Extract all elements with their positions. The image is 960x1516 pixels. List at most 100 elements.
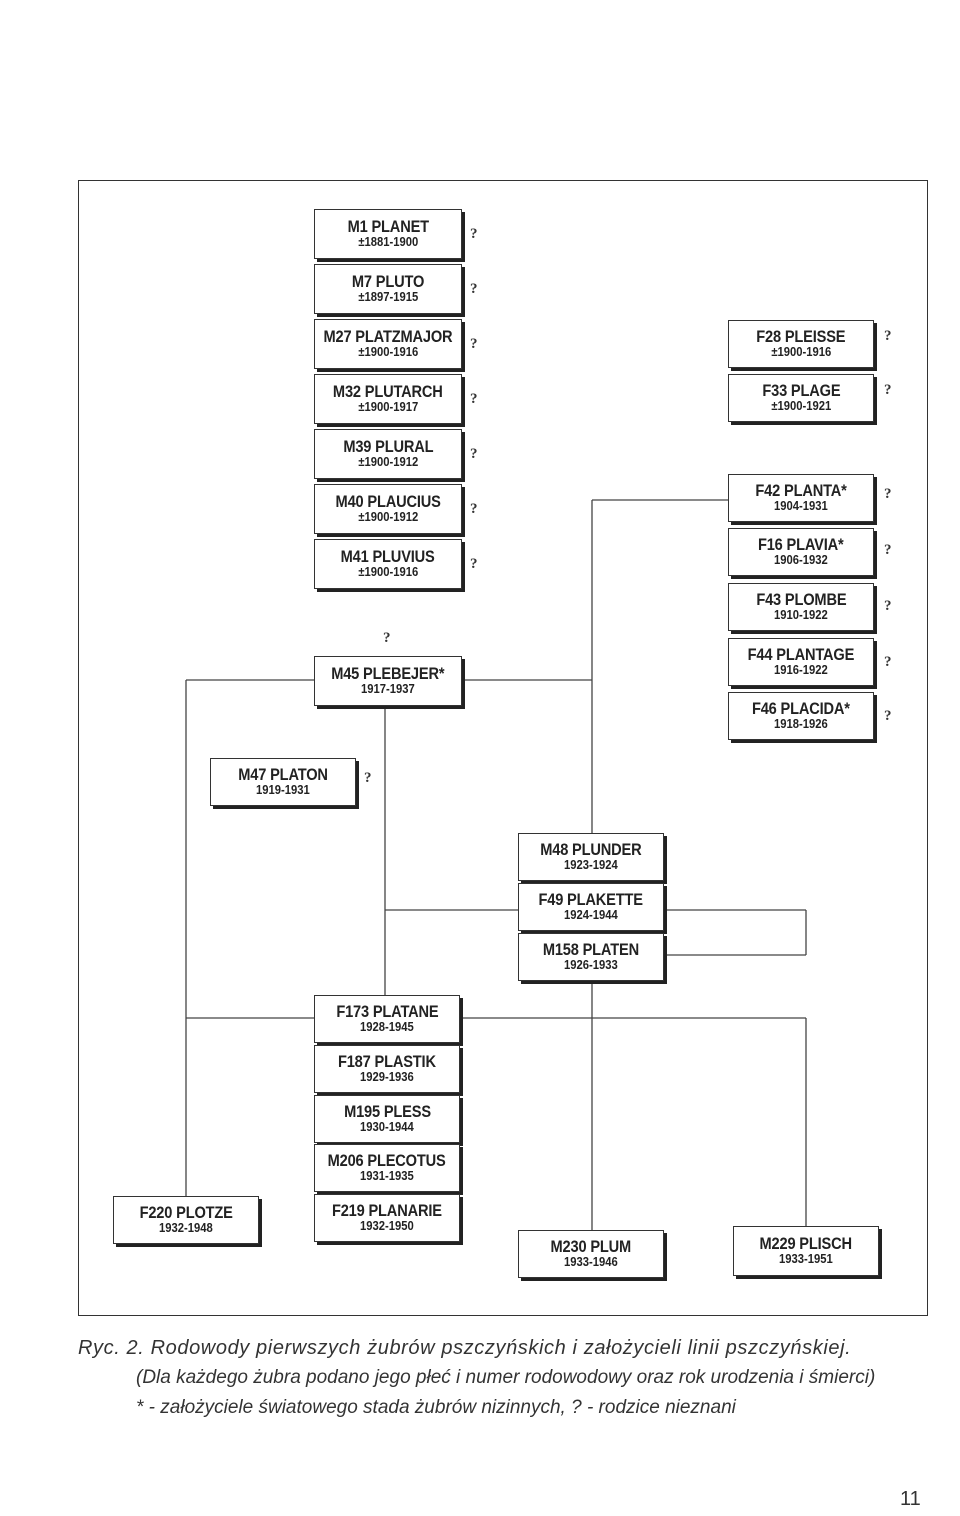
animal-box-f187: F187 PLASTIK 1929-1936 (314, 1045, 460, 1093)
animal-name: F28 PLEISSE (756, 326, 846, 346)
caption-line-legend: * - założyciele światowego stada żubrów … (136, 1397, 736, 1418)
animal-box-f33: F33 PLAGE ±1900-1921 (728, 374, 874, 422)
animal-name: M27 PLATZMAJOR (323, 326, 453, 346)
animal-years: 1932-1950 (360, 1219, 414, 1234)
animal-box-m45: M45 PLEBEJER* 1917-1937 (314, 656, 462, 706)
animal-name: M40 PLAUCIUS (335, 491, 441, 511)
animal-box-f173: F173 PLATANE 1928-1945 (314, 995, 460, 1043)
page-number: 11 (900, 1488, 921, 1510)
animal-years: ±1900-1921 (771, 399, 831, 414)
animal-years: 1906-1932 (774, 553, 828, 568)
animal-years: ±1900-1916 (358, 345, 418, 360)
animal-name: F33 PLAGE (761, 380, 841, 400)
caption-line-title: Ryc. 2. Rodowody pierwszych żubrów pszcz… (78, 1337, 852, 1359)
animal-box-f49: F49 PLAKETTE 1924-1944 (518, 883, 664, 931)
unknown-parents-mark: ? (884, 382, 892, 398)
caption-line-explanation: (Dla każdego żubra podano jego płeć i nu… (136, 1367, 876, 1388)
animal-box-m32: M32 PLUTARCH ±1900-1917 (314, 374, 462, 424)
animal-name: M1 PLANET (347, 216, 429, 236)
animal-box-f46: F46 PLACIDA* 1918-1926 (728, 692, 874, 740)
animal-name: F43 PLOMBE (755, 589, 847, 609)
animal-name: M39 PLURAL (342, 436, 434, 456)
animal-box-m41: M41 PLUVIUS ±1900-1916 (314, 539, 462, 589)
animal-name: M195 PLESS (343, 1101, 431, 1121)
animal-years: ±1881-1900 (358, 235, 418, 250)
unknown-parents-mark: ? (470, 446, 478, 462)
animal-years: ±1897-1915 (358, 290, 418, 305)
animal-years: 1917-1937 (361, 682, 415, 697)
animal-years: ±1900-1916 (771, 345, 831, 360)
animal-box-f16: F16 PLAVIA* 1906-1932 (728, 528, 874, 576)
figure-frame (78, 180, 928, 1316)
animal-box-m27: M27 PLATZMAJOR ±1900-1916 (314, 319, 462, 369)
animal-box-f220: F220 PLOTZE 1932-1948 (113, 1196, 259, 1244)
animal-name: M32 PLUTARCH (333, 381, 443, 401)
animal-years: ±1900-1912 (358, 510, 418, 525)
animal-years: 1904-1931 (774, 499, 828, 514)
animal-years: 1924-1944 (564, 908, 618, 923)
unknown-parents-mark: ? (470, 391, 478, 407)
animal-name: M206 PLECOTUS (327, 1150, 447, 1170)
animal-name: M47 PLATON (238, 764, 328, 784)
animal-years: 1926-1933 (564, 958, 618, 973)
animal-years: 1919-1931 (256, 783, 310, 798)
animal-name: F46 PLACIDA* (752, 698, 850, 718)
animal-box-m206: M206 PLECOTUS 1931-1935 (314, 1144, 460, 1192)
unknown-parents-mark: ? (364, 770, 372, 786)
animal-name: M158 PLATEN (542, 939, 640, 959)
unknown-parents-mark: ? (884, 542, 892, 558)
animal-years: 1930-1944 (360, 1120, 414, 1135)
animal-years: ±1900-1912 (358, 455, 418, 470)
animal-years: 1932-1948 (159, 1221, 213, 1236)
animal-years: ±1900-1916 (358, 565, 418, 580)
animal-box-f43: F43 PLOMBE 1910-1922 (728, 583, 874, 631)
animal-name: F16 PLAVIA* (758, 534, 844, 554)
animal-box-m229: M229 PLISCH 1933-1951 (733, 1226, 879, 1276)
animal-name: F187 PLASTIK (338, 1051, 436, 1071)
figure-caption: Ryc. 2. Rodowody pierwszych żubrów pszcz… (78, 1333, 938, 1423)
animal-name: F49 PLAKETTE (538, 889, 644, 909)
animal-years: ±1900-1917 (358, 400, 418, 415)
animal-box-m7: M7 PLUTO ±1897-1915 (314, 264, 462, 314)
animal-name: F219 PLANARIE (332, 1200, 442, 1220)
unknown-parents-mark: ? (884, 486, 892, 502)
animal-box-m158: M158 PLATEN 1926-1933 (518, 933, 664, 981)
animal-name: M41 PLUVIUS (341, 546, 435, 566)
unknown-parents-mark: ? (884, 328, 892, 344)
animal-box-f219: F219 PLANARIE 1932-1950 (314, 1194, 460, 1242)
animal-box-f42: F42 PLANTA* 1904-1931 (728, 474, 874, 522)
animal-name: F44 PLANTAGE (747, 644, 855, 664)
unknown-parents-mark: ? (470, 226, 478, 242)
animal-box-m48: M48 PLUNDER 1923-1924 (518, 833, 664, 881)
unknown-parents-mark: ? (470, 501, 478, 517)
animal-years: 1928-1945 (360, 1020, 414, 1035)
unknown-parents-mark: ? (470, 281, 478, 297)
animal-name: M45 PLEBEJER* (331, 663, 445, 683)
animal-years: 1916-1922 (774, 663, 828, 678)
unknown-parents-mark: ? (470, 336, 478, 352)
unknown-parents-mark: ? (884, 654, 892, 670)
animal-years: 1918-1926 (774, 717, 828, 732)
animal-box-m230: M230 PLUM 1933-1946 (518, 1230, 664, 1278)
animal-box-m47: M47 PLATON 1919-1931 (210, 758, 356, 806)
animal-name: M7 PLUTO (351, 271, 425, 291)
animal-box-m40: M40 PLAUCIUS ±1900-1912 (314, 484, 462, 534)
animal-years: 1933-1951 (779, 1252, 833, 1267)
animal-box-f44: F44 PLANTAGE 1916-1922 (728, 638, 874, 686)
animal-years: 1910-1922 (774, 608, 828, 623)
animal-name: M48 PLUNDER (540, 839, 642, 859)
unknown-parents-mark: ? (884, 708, 892, 724)
unknown-parents-mark: ? (470, 556, 478, 572)
animal-box-m195: M195 PLESS 1930-1944 (314, 1095, 460, 1143)
animal-years: 1929-1936 (360, 1070, 414, 1085)
animal-years: 1923-1924 (564, 858, 618, 873)
animal-name: M230 PLUM (550, 1236, 632, 1256)
animal-name: F220 PLOTZE (139, 1202, 233, 1222)
animal-name: F173 PLATANE (335, 1001, 439, 1021)
animal-name: M229 PLISCH (759, 1233, 853, 1253)
unknown-parents-mark: ? (383, 630, 391, 646)
animal-years: 1933-1946 (564, 1255, 618, 1270)
animal-name: F42 PLANTA* (755, 480, 847, 500)
animal-box-f28: F28 PLEISSE ±1900-1916 (728, 320, 874, 368)
